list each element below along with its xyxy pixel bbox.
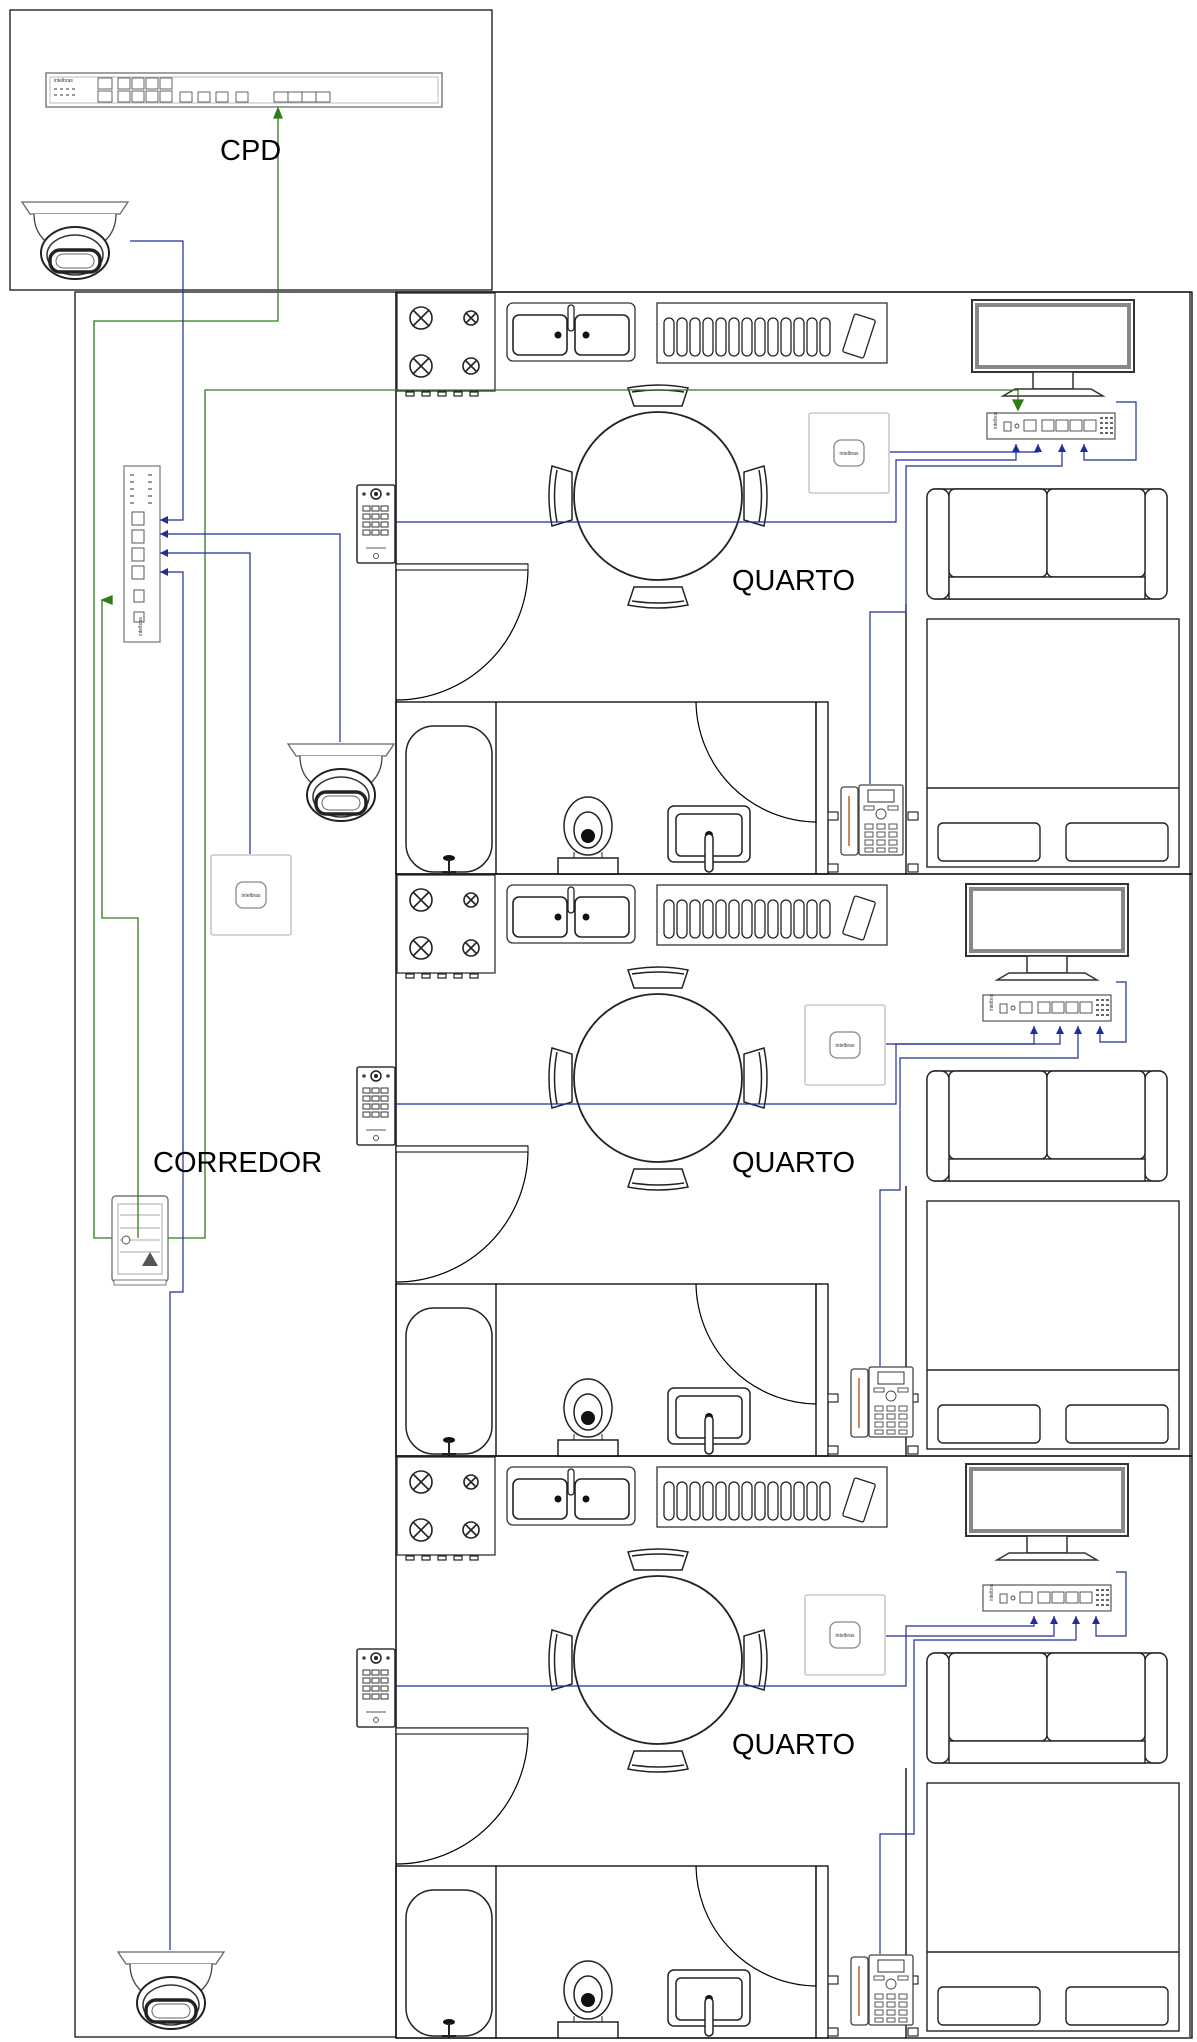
corridor-label: CORREDOR (153, 1147, 323, 1179)
onu-router-icon (986, 412, 1116, 440)
access-point-icon (808, 412, 890, 494)
access-point-icon (804, 1594, 886, 1676)
dome-camera-icon (20, 200, 130, 281)
rack-switch-brand: intelbras (54, 78, 73, 84)
fiber-links (93, 106, 1025, 1239)
dome-camera-icon (286, 742, 396, 823)
onu-router-icon (982, 1584, 1112, 1612)
ip-phone-icon (850, 1954, 914, 2026)
monitor-icon (964, 882, 1130, 982)
corridor-switch-brand: intelbras (138, 617, 144, 636)
dome-camera-icon (116, 1950, 226, 2031)
access-point-icon (804, 1004, 886, 1086)
room-label-1: QUARTO (732, 565, 856, 597)
room-label-2: QUARTO (732, 1147, 856, 1179)
rack-switch-icon: intelbras (45, 72, 443, 108)
cpd-room-walls (9, 9, 493, 291)
ethernet-arrowheads (160, 444, 1104, 1624)
ethernet-links (130, 240, 1137, 1954)
door-intercom-icon (356, 1648, 396, 1728)
door-intercom-icon (356, 1066, 396, 1146)
room-label-3: QUARTO (732, 1729, 856, 1761)
fiber-terminal-box-icon (111, 1195, 169, 1286)
ip-phone-icon (840, 784, 904, 856)
monitor-icon (970, 298, 1136, 398)
monitor-icon (964, 1462, 1130, 1562)
onu-router-icon (982, 994, 1112, 1022)
access-point-icon (210, 854, 292, 936)
corridor-switch-icon: intelbras (123, 465, 161, 643)
cpd-label: CPD (220, 135, 282, 167)
door-intercom-icon (356, 484, 396, 564)
ip-phone-icon (850, 1366, 914, 1438)
